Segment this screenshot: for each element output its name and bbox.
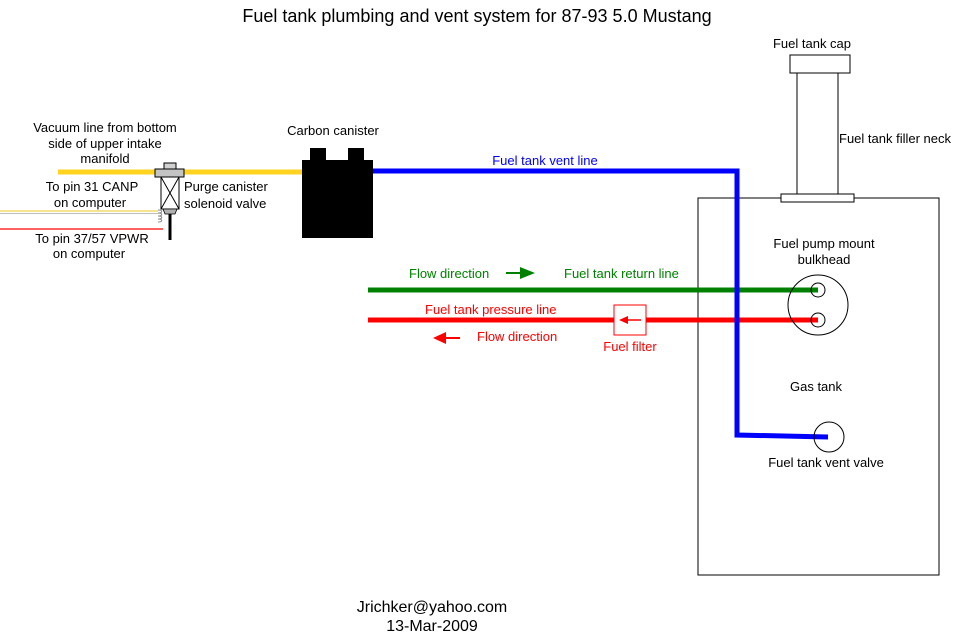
gas-tank-label: Gas tank <box>790 379 843 394</box>
carbon-canister <box>302 148 373 238</box>
pump-mount-label-line1: Fuel pump mount <box>773 236 875 251</box>
vacuum-line-label-line1: Vacuum line from bottom <box>33 120 177 135</box>
fuel-filter-label: Fuel filter <box>603 339 657 354</box>
vent-valve-label: Fuel tank vent valve <box>768 455 884 470</box>
pump-mount-label-line2: bulkhead <box>798 252 851 267</box>
filler-neck-label: Fuel tank filler neck <box>839 131 951 146</box>
return-flow-arrow-icon <box>520 267 535 279</box>
return-flow-label: Flow direction <box>409 266 489 281</box>
return-line-label: Fuel tank return line <box>564 266 679 281</box>
solenoid-base <box>162 208 178 215</box>
pump-mount-bulkhead <box>787 274 849 336</box>
diagram-title: Fuel tank plumbing and vent system for 8… <box>242 6 711 26</box>
fuel-tank-filler-neck <box>796 72 839 195</box>
fuel-tank-cap <box>789 54 851 74</box>
vacuum-line-label-line2: side of upper intake <box>48 136 161 151</box>
pressure-flow-label: Flow direction <box>477 329 557 344</box>
vpwr-wire-label-line2: on computer <box>53 246 126 261</box>
vent-line <box>373 168 829 440</box>
canister-body <box>302 160 373 238</box>
canister-tab-right <box>348 148 364 161</box>
pressure-line-port <box>810 312 826 328</box>
fuel-filter <box>613 304 647 336</box>
wire-coil <box>157 209 163 223</box>
footer-date: 13-Mar-2009 <box>386 618 478 635</box>
fuel-tank-cap-label: Fuel tank cap <box>773 36 851 51</box>
solenoid-cross-b <box>160 176 180 210</box>
canp-wire-label-line1: To pin 31 CANP <box>46 179 139 194</box>
purge-solenoid-label-line1: Purge canister <box>184 179 268 194</box>
vent-line-label: Fuel tank vent line <box>492 153 598 168</box>
canister-tab-left <box>310 148 326 161</box>
vpwr-wire-label-line1: To pin 37/57 VPWR <box>35 231 148 246</box>
purge-solenoid-valve <box>154 162 185 240</box>
solenoid-cap <box>163 162 177 170</box>
vacuum-line-label-line3: manifold <box>80 151 129 166</box>
pressure-flow-arrow-icon <box>433 332 446 344</box>
footer-email: Jrichker@yahoo.com <box>357 599 508 616</box>
purge-solenoid-label-line2: solenoid valve <box>184 196 266 211</box>
return-line-port <box>810 282 826 298</box>
fuel-tank-vent-valve <box>813 421 845 453</box>
carbon-canister-label: Carbon canister <box>287 123 379 138</box>
fuel-filter-arrow-icon <box>619 316 628 324</box>
filler-neck-base <box>780 193 855 203</box>
pressure-line-label: Fuel tank pressure line <box>425 302 557 317</box>
canp-wire-label-line2: on computer <box>54 195 127 210</box>
solenoid-flange <box>154 168 185 178</box>
